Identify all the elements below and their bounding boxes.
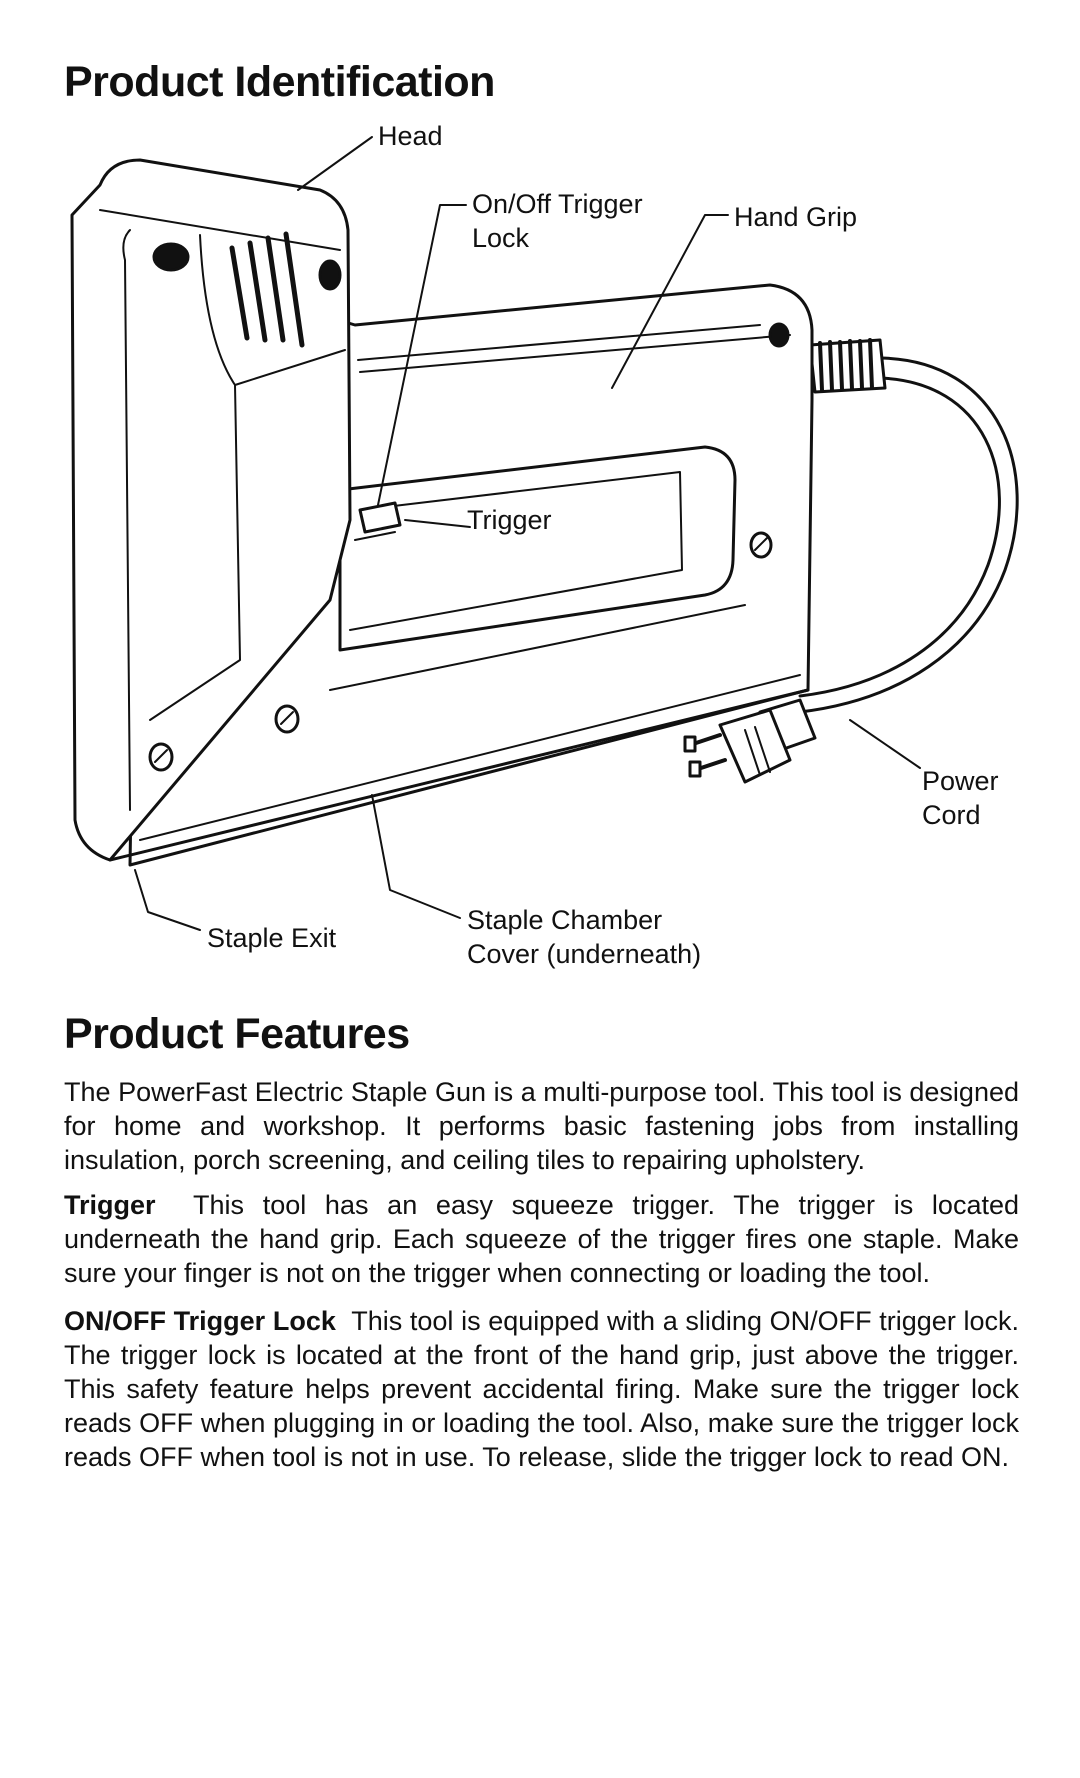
label-power-cord: Power Cord bbox=[922, 766, 999, 830]
label-trigger: Trigger bbox=[467, 505, 552, 535]
section-title-product-features: Product Features bbox=[64, 1010, 410, 1058]
trigger-shape bbox=[358, 501, 402, 534]
trigger-lock-paragraph: ON/OFF Trigger Lock This tool is equippe… bbox=[64, 1304, 1019, 1474]
trigger-paragraph: Trigger This tool has an easy squeeze tr… bbox=[64, 1188, 1019, 1290]
strain-relief-icon bbox=[808, 338, 887, 394]
section-title-product-identification: Product Identification bbox=[64, 58, 495, 106]
trigger-heading: Trigger bbox=[64, 1190, 156, 1220]
label-head: Head bbox=[378, 121, 443, 151]
label-hand-grip: Hand Grip bbox=[734, 202, 858, 232]
trigger-lock-text: This tool is equipped with a sliding ON/… bbox=[64, 1306, 1019, 1472]
trigger-lock-heading: ON/OFF Trigger Lock bbox=[64, 1306, 336, 1336]
leader-lines bbox=[134, 136, 921, 931]
power-cord-line bbox=[798, 356, 1019, 714]
plug-icon bbox=[683, 698, 817, 784]
vent-icon bbox=[229, 231, 305, 348]
label-staple-chamber: Staple Chamber Cover (underneath) bbox=[467, 905, 702, 969]
staple-gun-diagram bbox=[70, 136, 1019, 931]
trigger-text: This tool has an easy squeeze trigger. T… bbox=[64, 1190, 1019, 1288]
grip-opening bbox=[338, 445, 737, 652]
label-trigger-lock: On/Off Trigger Lock bbox=[472, 189, 643, 253]
label-staple-exit: Staple Exit bbox=[207, 923, 337, 953]
power-cord-line-inner bbox=[798, 376, 1001, 698]
features-intro-paragraph: The PowerFast Electric Staple Gun is a m… bbox=[64, 1077, 1019, 1175]
